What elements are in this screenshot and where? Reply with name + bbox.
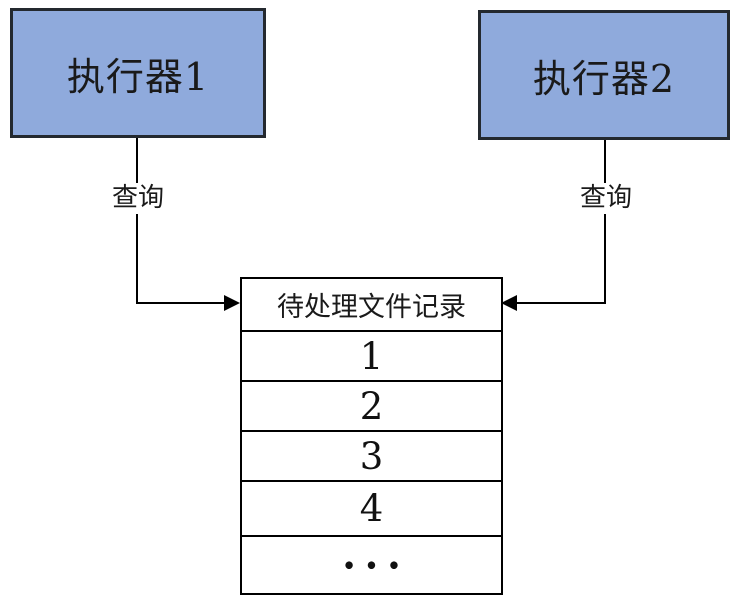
table-row: 1 <box>242 330 501 380</box>
connector-1-label: 查询 <box>109 183 167 214</box>
executor-1-label: 执行器1 <box>66 54 210 99</box>
executor-1-box: 执行器1 <box>10 8 266 138</box>
table-row: 4 <box>242 480 501 535</box>
connector-2-vertical-line <box>604 140 606 304</box>
arrowhead-left-icon <box>501 295 517 311</box>
connector-1-horizontal-line <box>136 302 228 304</box>
executor-2-label: 执行器2 <box>532 56 676 101</box>
connector-2-label: 查询 <box>577 183 635 214</box>
arrowhead-right-icon <box>224 295 240 311</box>
connector-1-vertical-line <box>136 138 138 304</box>
records-table-header: 待处理文件记录 <box>277 292 466 323</box>
connector-2-horizontal-line <box>515 302 606 304</box>
table-row: 2 <box>242 380 501 430</box>
table-row: 3 <box>242 430 501 480</box>
table-row-ellipsis: ••• <box>242 535 501 593</box>
executor-2-box: 执行器2 <box>478 10 730 140</box>
records-table: 待处理文件记录 1 2 3 4 ••• <box>240 277 503 595</box>
